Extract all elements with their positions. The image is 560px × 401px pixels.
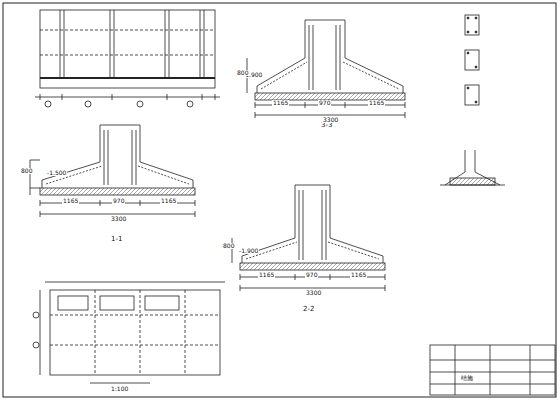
dimension: 800 (236, 70, 249, 76)
title-block-text: 结施 (460, 375, 474, 381)
column-section (465, 15, 479, 105)
dimension: 3300 (322, 117, 339, 123)
footing-section (247, 20, 405, 118)
dimension: 3300 (305, 290, 322, 296)
footing-section (232, 185, 385, 291)
dimension: 3300 (110, 216, 127, 222)
title-block (430, 345, 555, 395)
elevation-mark: -1.900 (238, 248, 259, 254)
scale-note: 1:100 (110, 386, 129, 392)
dimension: 800 (20, 168, 33, 174)
dimension: 1165 (350, 272, 367, 278)
dimension: 1165 (160, 198, 177, 204)
dimension: 1165 (368, 100, 385, 106)
dimension: 970 (112, 198, 125, 204)
section-title: 1-1 (110, 236, 123, 243)
dimension: 1165 (272, 100, 289, 106)
dimension: 800 (222, 243, 235, 249)
footing-section (30, 125, 195, 217)
dimension: 970 (318, 100, 331, 106)
dimension: 1165 (258, 272, 275, 278)
section-title: 2-2 (302, 306, 315, 313)
section-title: 3-3 (320, 122, 333, 129)
pile-sketch (440, 150, 505, 185)
elevation-view (35, 10, 220, 107)
dimension: 970 (305, 272, 318, 278)
elevation-mark: -1.500 (46, 170, 67, 176)
dimension: 1165 (62, 198, 79, 204)
plan-view (33, 282, 225, 383)
